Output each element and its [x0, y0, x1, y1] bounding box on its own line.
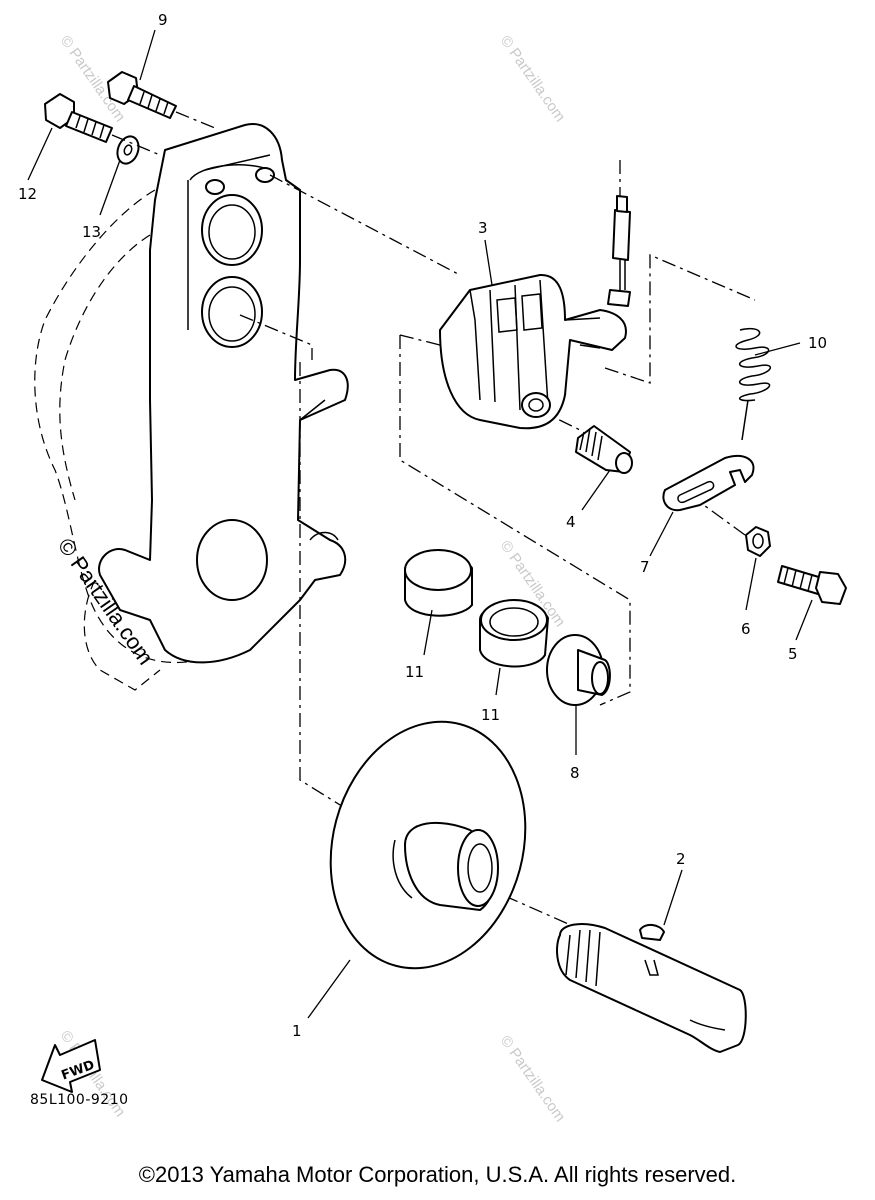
watermark: © Partzilla.com: [497, 1033, 569, 1126]
watermark: © Partzilla.com: [497, 33, 569, 126]
diagram-code: 85L100-9210: [30, 1092, 129, 1108]
callout-7: 7: [640, 558, 650, 576]
housing-bracket: [98, 123, 349, 664]
part-9-bolt: [107, 71, 177, 119]
part-13-washer: [116, 135, 140, 165]
part-10-spring: [735, 328, 771, 441]
part-5-bolt: [777, 565, 847, 605]
callout-13: 13: [82, 223, 101, 241]
housing-ghost-outline: [34, 189, 201, 691]
callout-4: 4: [566, 513, 576, 531]
callout-9: 9: [158, 11, 168, 29]
part-12-bolt: [44, 93, 113, 143]
part-2-key: [639, 924, 665, 941]
callout-11b: 11: [481, 706, 500, 724]
part-7-lever: [662, 455, 755, 512]
leader-lines: [27, 29, 813, 1019]
part-11-bushing-b: [479, 599, 549, 668]
part-11-bushing-a: [404, 549, 473, 617]
part-3-bracket: [439, 273, 627, 430]
part-8-collar: [546, 634, 611, 706]
part-1-sheave: [329, 720, 527, 970]
callout-8: 8: [570, 764, 580, 782]
part-4-adjuster: [575, 425, 633, 474]
callout-6: 6: [741, 620, 751, 638]
cable-end: [607, 195, 631, 307]
callout-10: 10: [808, 334, 827, 352]
callouts: 9 12 13 3 10 4 7 6 5 11 11 8 2 1: [18, 11, 827, 1040]
callout-12: 12: [18, 185, 37, 203]
part-6-nut: [745, 526, 771, 557]
callout-2: 2: [676, 850, 686, 868]
fwd-arrow-icon: FWD: [41, 1039, 101, 1093]
callout-3: 3: [478, 219, 488, 237]
callout-1: 1: [292, 1022, 302, 1040]
callout-5: 5: [788, 645, 798, 663]
callout-11a: 11: [405, 663, 424, 681]
shaft: [556, 923, 747, 1053]
copyright-notice: ©2013 Yamaha Motor Corporation, U.S.A. A…: [138, 1162, 737, 1187]
